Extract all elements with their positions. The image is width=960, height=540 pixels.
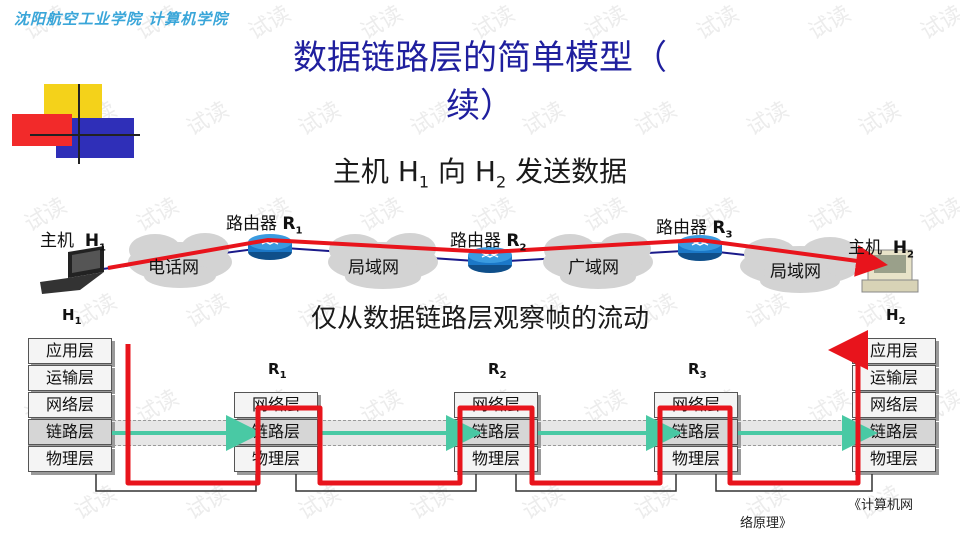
layer-network: 网络层 — [454, 392, 538, 418]
stack-h1-title: H1 — [62, 306, 82, 327]
host-h2-label: 主机 H2 — [848, 238, 915, 261]
layer-network: 网络层 — [852, 392, 936, 418]
section-title: 仅从数据链路层观察帧的流动 — [310, 304, 649, 334]
cloud-label-phone: 电话网 — [148, 258, 199, 278]
subtitle-h1: H1 — [397, 155, 430, 192]
cloud-label-lan-1: 局域网 — [348, 258, 399, 278]
title-line-1: 数据链路层的简单模型（ — [293, 38, 667, 78]
router-icon-r3 — [678, 235, 722, 261]
subtitle-h2: H2 — [474, 155, 507, 192]
page-title: 数据链路层的简单模型（ 续） — [150, 34, 810, 130]
cloud-label-lan-2: 局域网 — [770, 262, 821, 282]
cloud-label-wan: 广域网 — [568, 258, 619, 278]
subtitle-host: 主机 — [332, 155, 389, 188]
layer-network: 网络层 — [28, 392, 112, 418]
stack-r2-title: R2 — [488, 360, 507, 381]
layer-link: 链路层 — [28, 419, 112, 445]
protocol-stack-h2: 应用层 运输层 网络层 链路层 物理层 — [852, 338, 936, 474]
cloud-wan — [543, 233, 653, 289]
layer-physical: 物理层 — [852, 446, 936, 472]
stack-h2-title: H2 — [886, 306, 906, 327]
subtitle: 主机 H1 向 H2 发送数据 — [180, 150, 780, 192]
laptop-icon — [40, 246, 104, 294]
layer-physical: 物理层 — [28, 446, 112, 472]
footer-book-title-2: 络原理》 — [740, 516, 793, 531]
title-line-2: 续） — [446, 86, 514, 126]
router-r3-label: 路由器 R3 — [656, 218, 733, 241]
layer-physical: 物理层 — [234, 446, 318, 472]
stack-r3-title: R3 — [688, 360, 707, 381]
footer-book-title-1: 《计算机网 — [848, 498, 914, 513]
subtitle-to: 向 — [437, 155, 466, 188]
frame-path — [125, 330, 868, 486]
protocol-stack-h1: 应用层 运输层 网络层 链路层 物理层 — [28, 338, 112, 474]
layer-transport: 运输层 — [28, 365, 112, 391]
school-header: 沈阳航空工业学院 计算机学院 — [14, 10, 229, 28]
subtitle-action: 发送数据 — [515, 155, 628, 188]
stack-r1-title: R1 — [268, 360, 287, 381]
host-h1-label: 主机 H1 — [40, 231, 107, 254]
router-r2-label: 路由器 R2 — [450, 231, 527, 254]
router-r1-label: 路由器 R1 — [226, 214, 303, 237]
corner-decoration — [12, 84, 142, 164]
layer-application: 应用层 — [28, 338, 112, 364]
data-path-arrow — [107, 237, 888, 277]
